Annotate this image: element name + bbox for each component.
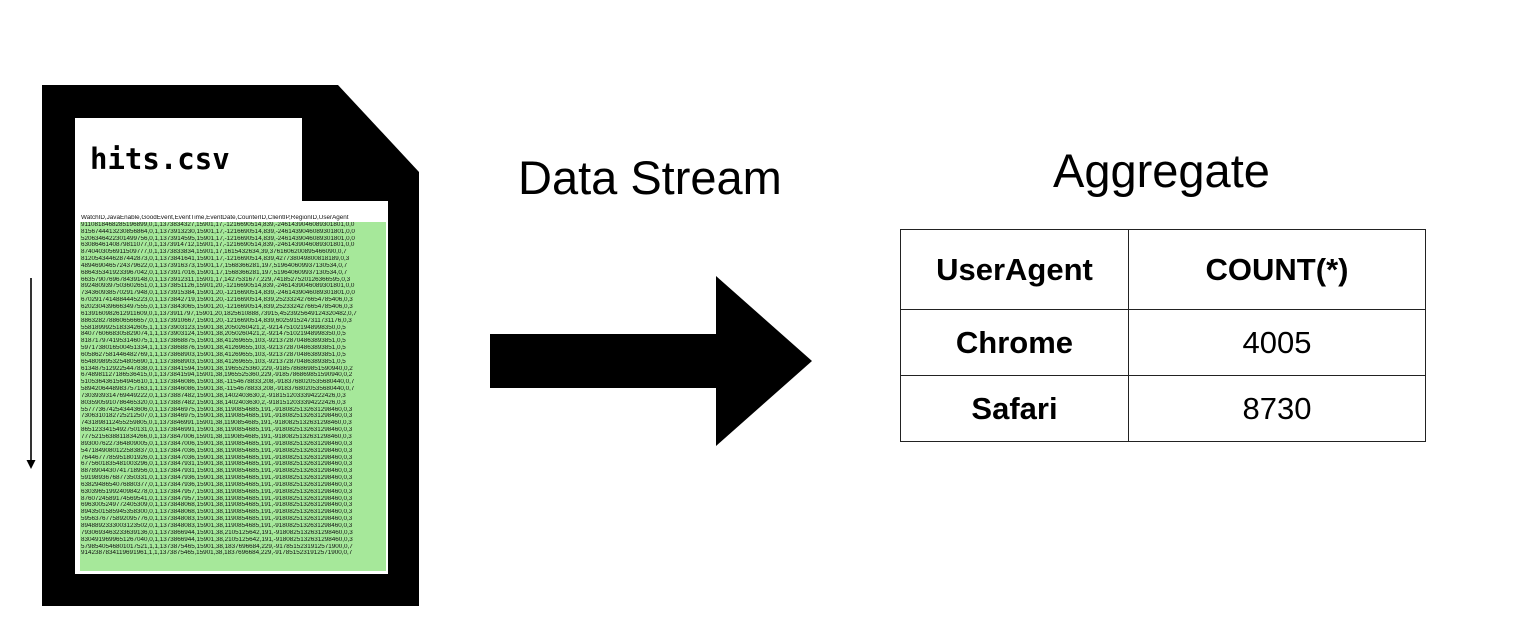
csv-data-line: 8187179741953146075,1,1,1373868875,15901… bbox=[81, 338, 346, 345]
csv-data-line: 5971738016500451334,1,1,1373868876,15901… bbox=[81, 345, 346, 352]
csv-data-line: 8878904430741718956,0,1,1373847931,15901… bbox=[81, 468, 353, 475]
csv-data-line: 9142387834119691961,1,1,1373875465,15901… bbox=[81, 550, 353, 557]
csv-data-line: 6303965199240984278,0,1,1373847957,15901… bbox=[81, 488, 353, 495]
csv-data-line: 7775215638811834266,0,1,1373847006,15901… bbox=[81, 434, 352, 440]
csv-data-line: 8651233415492750131,0,1,1373846991,15901… bbox=[81, 427, 353, 434]
table-row: Safari 8730 bbox=[900, 375, 1426, 442]
stream-direction-arrowhead bbox=[26, 460, 36, 469]
csv-data-line: 8740403056911509777,0,1,1373833834,15901… bbox=[81, 249, 347, 256]
count-cell: 4005 bbox=[1128, 309, 1426, 376]
csv-data-line: 6382948654076880377,0,1,1373847936,15901… bbox=[81, 481, 353, 488]
useragent-cell: Safari bbox=[900, 375, 1129, 442]
data-highlight bbox=[80, 222, 386, 571]
csv-data-line: 6775601835481003296,0,1,1373847931,15901… bbox=[81, 461, 353, 468]
csv-data-line: 8035905910786465320,0,1,1373887482,15901… bbox=[81, 399, 346, 406]
csv-data-line: 8760724589174569541,0,1,1373847957,15901… bbox=[81, 495, 353, 502]
csv-data-line: 7930693463233639136,0,1,1373866944,15901… bbox=[81, 529, 353, 536]
csv-data-line: 6134875129225447838,0,1,1373841594,15901… bbox=[81, 365, 353, 372]
csv-data-line: 6548098953254805690,1,1,1373868903,15901… bbox=[81, 358, 346, 365]
data-stream-label: Data Stream bbox=[518, 151, 782, 204]
csv-data-line: 8120543446287442873,0,1,1373841641,15901… bbox=[81, 256, 350, 263]
csv-data-line: 6058627581446482769,1,1,1373868903,15901… bbox=[81, 351, 346, 358]
csv-data-line: 6963005249772405309,0,1,1373848068,15901… bbox=[81, 502, 353, 509]
csv-data-line: 6139160982612911609,0,1,1373911797,15901… bbox=[81, 310, 357, 317]
useragent-cell: Chrome bbox=[900, 309, 1129, 376]
csv-data-line: 6748981127186536415,0,1,1373841594,15901… bbox=[81, 372, 353, 379]
stream-arrow-icon bbox=[490, 276, 812, 446]
csv-data-line: 5581899925183342605,1,1,1373903123,15901… bbox=[81, 324, 346, 331]
count-cell: 8730 bbox=[1128, 375, 1426, 442]
csv-data-line: 8930076227364809005,0,1,1373847006,15901… bbox=[81, 440, 353, 447]
csv-header-line: WatchID,JavaEnable,GoodEvent,EventTime,E… bbox=[81, 215, 349, 221]
csv-data-line: 8407760668305829074,1,1,1373903124,15901… bbox=[81, 331, 346, 338]
column-header-count: COUNT(*) bbox=[1128, 229, 1426, 310]
csv-data-line: 6635790769678439148,0,1,1373912311,15901… bbox=[81, 276, 351, 283]
column-header-useragent: UserAgent bbox=[900, 229, 1129, 310]
csv-data-line: 6308646140879811077,0,1,1373914712,15901… bbox=[81, 242, 355, 249]
csv-data-line: 7306310182725212507,0,1,1373846975,15901… bbox=[81, 413, 353, 420]
csv-data-line: 7431898112455259805,0,1,1373846991,15901… bbox=[81, 420, 352, 427]
csv-data-line: 5206346422301499756,0,1,1373914595,15901… bbox=[81, 235, 355, 242]
csv-data-line: 5577736742543443606,0,1,1373846975,15901… bbox=[81, 406, 353, 413]
csv-data-line: 6702917414884445223,0,1,1373842719,15901… bbox=[81, 297, 353, 304]
csv-data-line: 5919893676877350331,0,1,1373847936,15901… bbox=[81, 475, 353, 482]
csv-data-line: 6864353419233967042,0,1,1373917016,15901… bbox=[81, 269, 348, 276]
csv-data-line: 8943501585945358300,0,1,1373848068,15901… bbox=[81, 509, 353, 516]
csv-data-line: 5105364361564945610,1,1,1373846086,15901… bbox=[81, 379, 355, 386]
csv-data-line: 5956376775892095776,0,1,1373848083,15901… bbox=[81, 516, 353, 523]
csv-data-line: 8304919699651267040,0,1,1373866944,15901… bbox=[81, 536, 353, 543]
csv-data-line: 8924809397503602651,0,1,1373851126,15901… bbox=[81, 283, 355, 290]
csv-data-line: 8156744413230856864,0,1,1373913230,15901… bbox=[81, 228, 355, 235]
csv-content: WatchID,JavaEnable,GoodEvent,EventTime,E… bbox=[81, 215, 388, 571]
csv-data-line: 4894690465724379622,0,1,1373916373,15901… bbox=[81, 262, 348, 269]
csv-data-line: 5471849080122583837,0,1,1373847036,15901… bbox=[81, 447, 353, 454]
csv-data-line: 8863282788606566657,0,1,1373910667,15901… bbox=[81, 317, 352, 324]
file-name: hits.csv bbox=[90, 142, 230, 176]
csv-data-line: 5894206448983757163,1,1,1373846086,15901… bbox=[81, 386, 355, 393]
aggregate-label: Aggregate bbox=[1053, 144, 1270, 197]
csv-data-line: 7303939314769449222,0,1,1373887482,15901… bbox=[81, 392, 346, 399]
csv-data-line: 5798540546801017521,1,1,1373875465,15901… bbox=[81, 543, 353, 550]
csv-data-line: 7343609385702917948,0,1,1373915384,15901… bbox=[81, 290, 355, 297]
csv-data-line: 6202304396663497555,0,1,1373843065,15901… bbox=[81, 303, 353, 310]
csv-data-line: 7644677785951801926,0,1,1373847036,15901… bbox=[81, 454, 353, 461]
csv-data-line: 9110818468285196899,0,1,1373834327,15901… bbox=[81, 221, 355, 228]
aggregate-table: UserAgent COUNT(*) Chrome 4005 Safari 87… bbox=[900, 229, 1426, 442]
table-row: Chrome 4005 bbox=[900, 309, 1426, 376]
table-header-row: UserAgent COUNT(*) bbox=[900, 229, 1426, 310]
csv-data-line: 8948892333003123502,0,1,1373848083,15901… bbox=[81, 522, 353, 529]
